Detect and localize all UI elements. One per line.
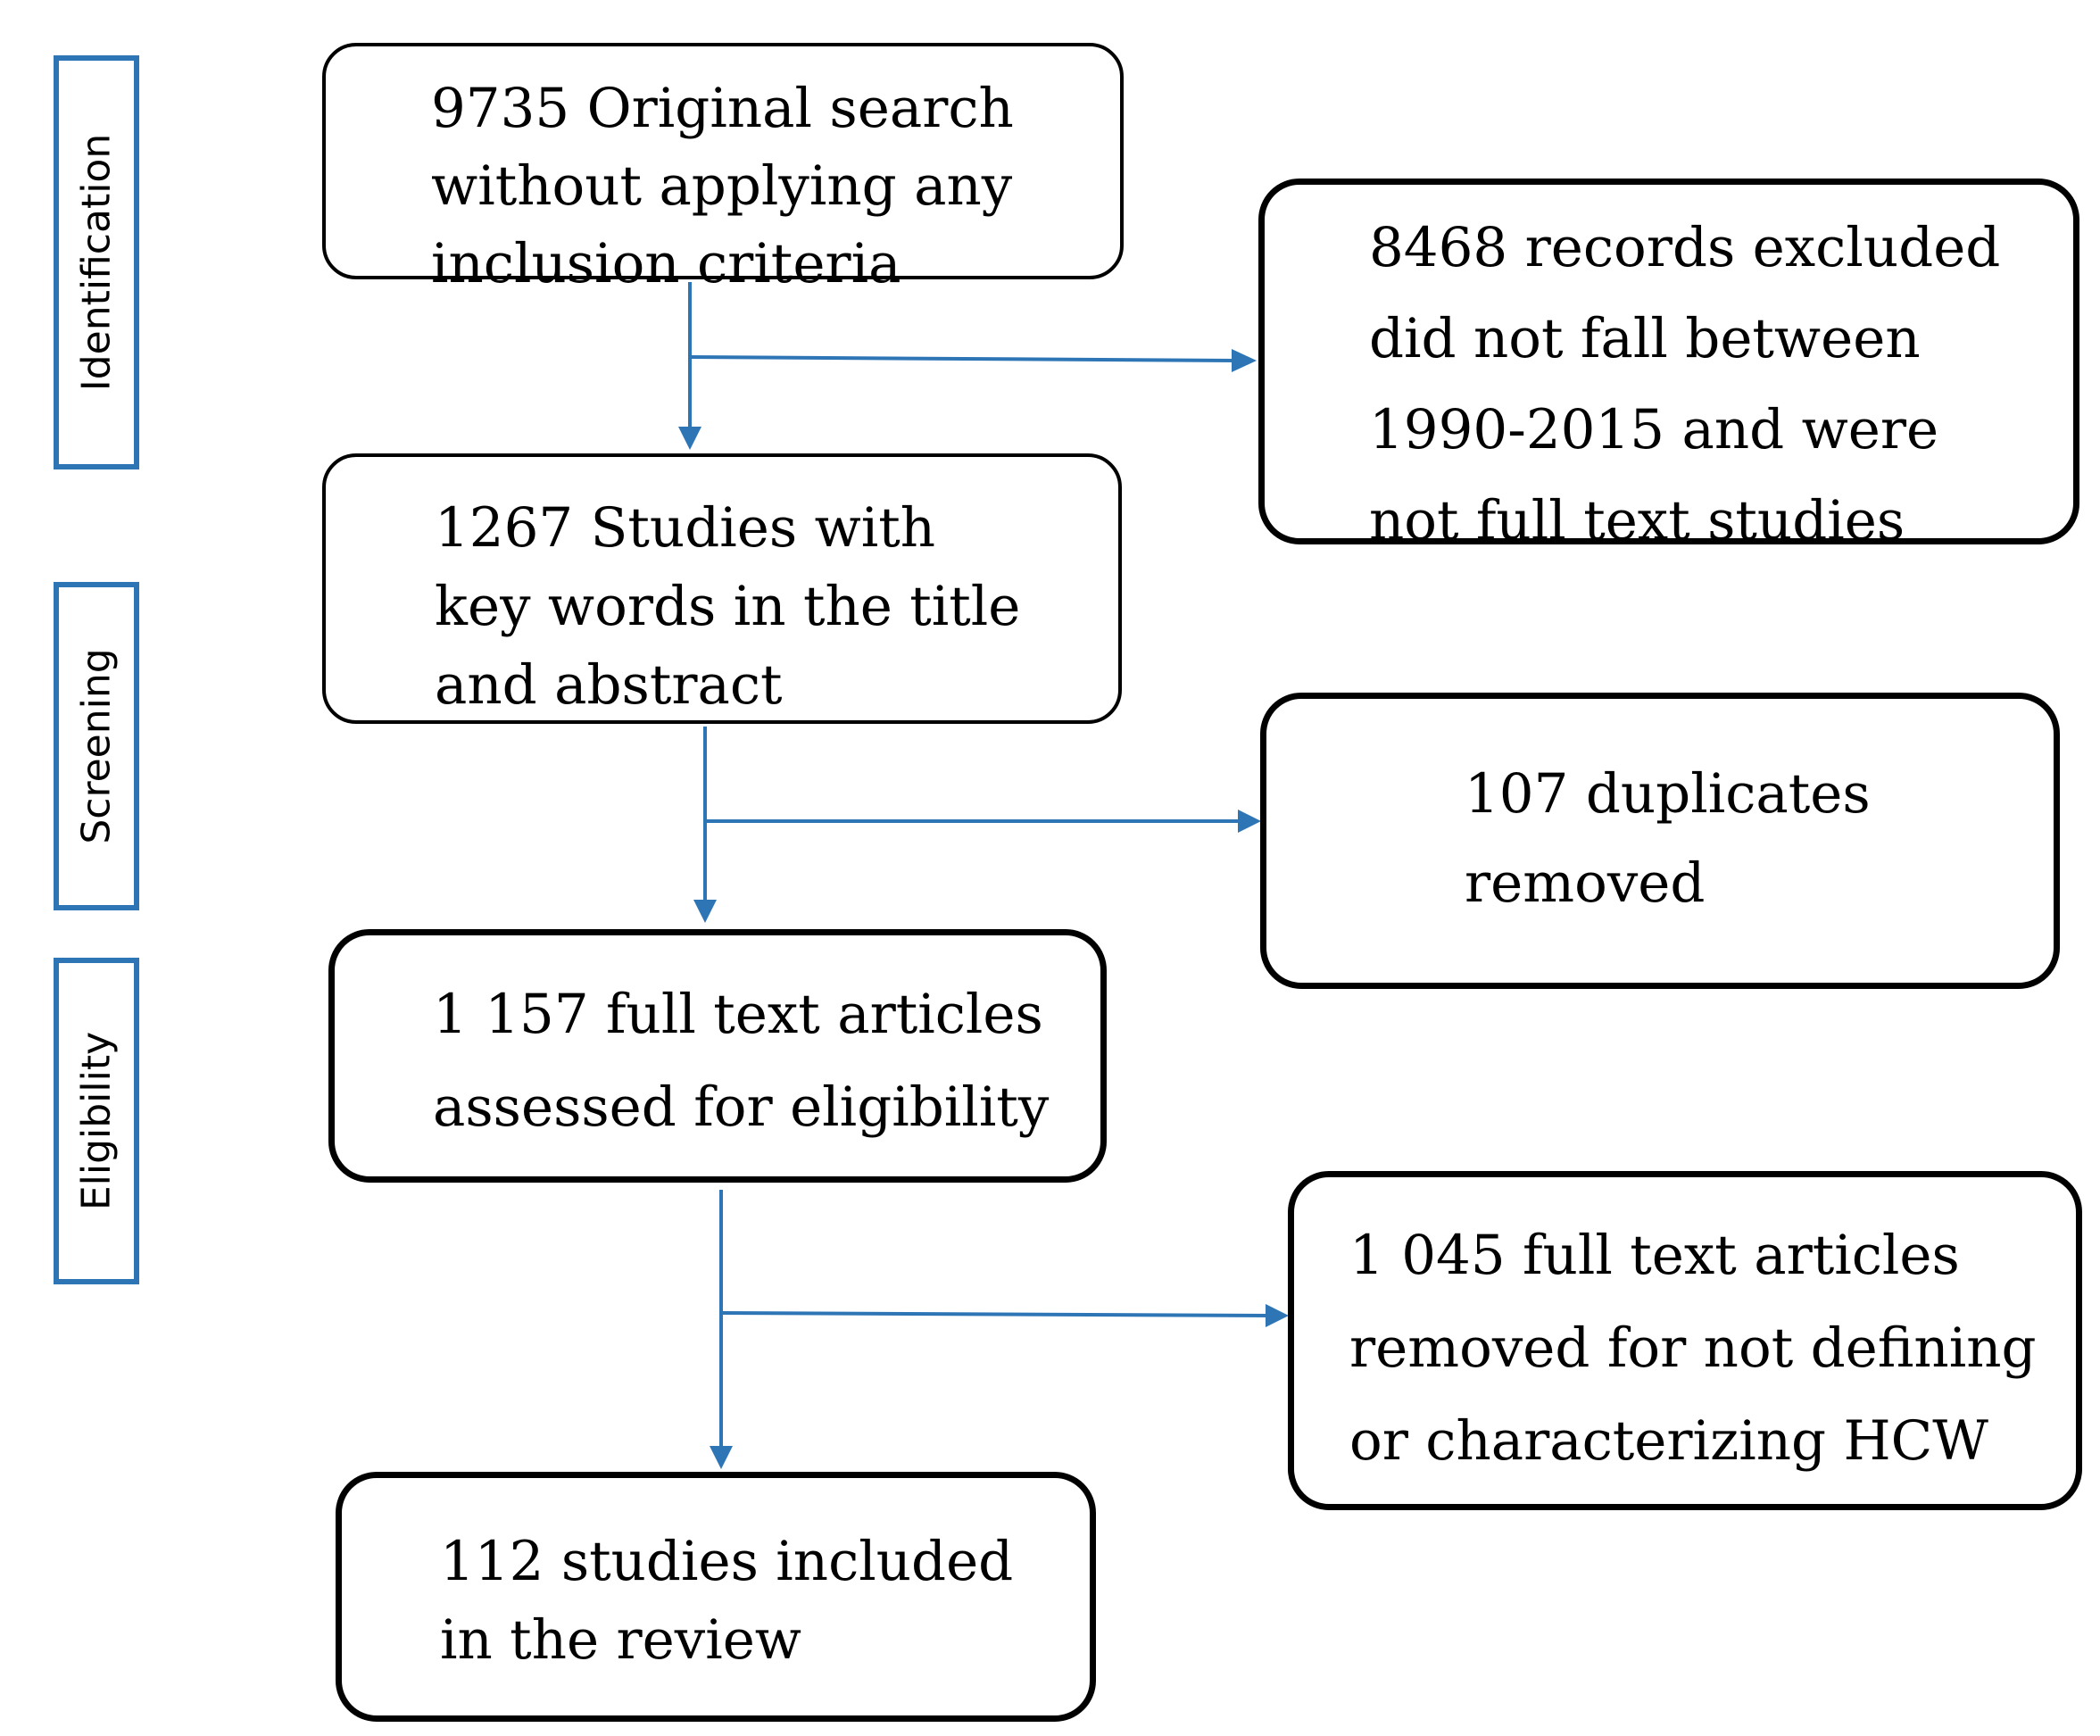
- box-line: in the review: [440, 1608, 802, 1672]
- box-line: removed for not defining: [1349, 1317, 2037, 1380]
- box-line: key words in the title: [435, 575, 1021, 638]
- box-line: did not fall between: [1369, 307, 1921, 370]
- box-line: 107 duplicates: [1465, 762, 1871, 826]
- box-duplicates: 107 duplicates removed: [1260, 693, 2060, 989]
- box-original-search: 9735 Original search without applying an…: [322, 43, 1124, 295]
- stage-screening: Screening: [54, 582, 139, 910]
- box-line: and abstract: [435, 653, 783, 717]
- box-line: 9735 Original search: [431, 77, 1014, 140]
- box-line: 1 045 full text articles: [1349, 1224, 1960, 1287]
- box-line: 1267 Studies with: [435, 496, 936, 560]
- box-line: or characterizing HCW: [1349, 1409, 1989, 1473]
- box-line: 112 studies included: [440, 1530, 1014, 1593]
- arrowhead-right-duplicates: [1238, 810, 1261, 833]
- arrowhead-down-included: [710, 1446, 733, 1469]
- box-excluded-records: 8468 records excluded did not fall betwe…: [1258, 179, 2079, 552]
- arrowhead-down-studies: [678, 427, 701, 450]
- arrowhead-down-assessed: [693, 900, 717, 923]
- box-line: not full text studies: [1369, 489, 1905, 552]
- box-included: 112 studies included in the review: [336, 1472, 1096, 1722]
- box-line: inclusion criteria: [431, 232, 901, 295]
- box-line: 1990-2015 and were: [1369, 398, 1939, 461]
- box-assessed: 1 157 full text articles assessed for el…: [328, 929, 1107, 1183]
- box-keyword-studies: 1267 Studies with key words in the title…: [322, 453, 1122, 724]
- connector-assessed-to-removed: [722, 1311, 1271, 1317]
- arrowhead-right-removed: [1266, 1304, 1289, 1327]
- box-line: 8468 records excluded: [1369, 216, 2001, 279]
- connector-search-to-excluded: [691, 355, 1237, 362]
- stage-eligibility: Eligibility: [54, 958, 139, 1284]
- arrowhead-right-excluded: [1232, 349, 1257, 372]
- box-line: removed: [1465, 851, 1706, 915]
- box-line: assessed for eligibility: [433, 1076, 1050, 1139]
- box-line: without applying any: [431, 154, 1013, 218]
- stage-identification: Identification: [54, 55, 139, 469]
- box-line: 1 157 full text articles: [433, 983, 1043, 1046]
- box-removed-articles: 1 045 full text articles removed for not…: [1288, 1171, 2082, 1510]
